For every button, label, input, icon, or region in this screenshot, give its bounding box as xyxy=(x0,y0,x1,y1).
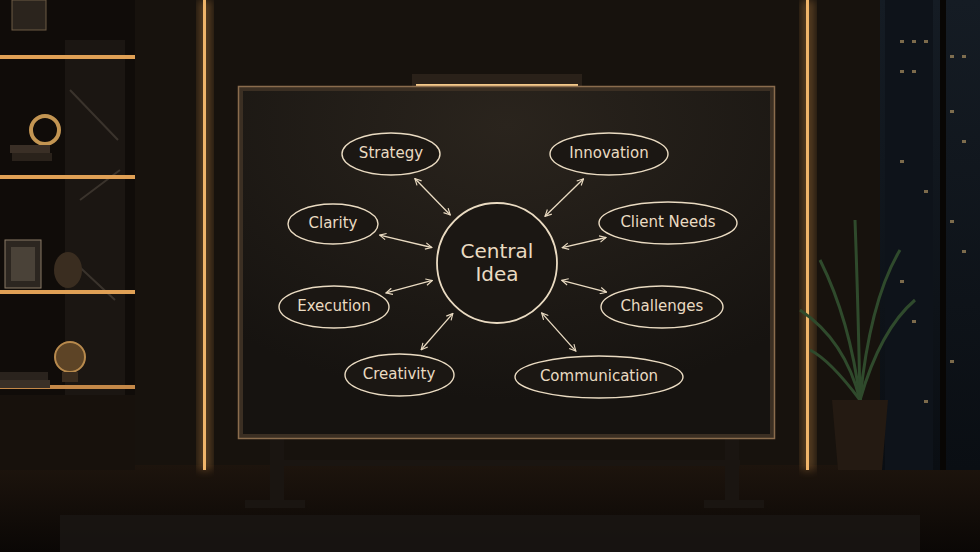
topic-ellipse: Clarity xyxy=(287,203,379,245)
topic-ellipse: Innovation xyxy=(549,132,669,176)
topic-ellipse: Execution xyxy=(278,285,390,329)
topic-label: Creativity xyxy=(363,366,436,383)
central-label: Central Idea xyxy=(452,240,542,286)
topic-ellipse: Strategy xyxy=(341,132,441,176)
double-arrow xyxy=(542,313,576,351)
topic-label: Execution xyxy=(297,298,371,315)
topic-ellipse: Client Needs xyxy=(598,201,738,245)
central-circle: Central Idea xyxy=(436,202,558,324)
double-arrow xyxy=(415,179,450,215)
double-arrow xyxy=(545,179,584,216)
double-arrow xyxy=(421,313,453,349)
double-arrow xyxy=(562,280,607,292)
topic-label: Clarity xyxy=(309,215,358,232)
topic-label: Client Needs xyxy=(620,214,715,231)
double-arrow xyxy=(380,235,432,247)
topic-label: Innovation xyxy=(569,145,648,162)
topic-ellipse: Creativity xyxy=(344,353,455,397)
topic-ellipse: Communication xyxy=(514,355,684,399)
topic-label: Strategy xyxy=(359,145,423,162)
double-arrow xyxy=(386,280,432,293)
topic-label: Challenges xyxy=(621,298,704,315)
double-arrow xyxy=(562,238,606,248)
topic-ellipse: Challenges xyxy=(600,285,724,329)
topic-label: Communication xyxy=(540,368,658,385)
